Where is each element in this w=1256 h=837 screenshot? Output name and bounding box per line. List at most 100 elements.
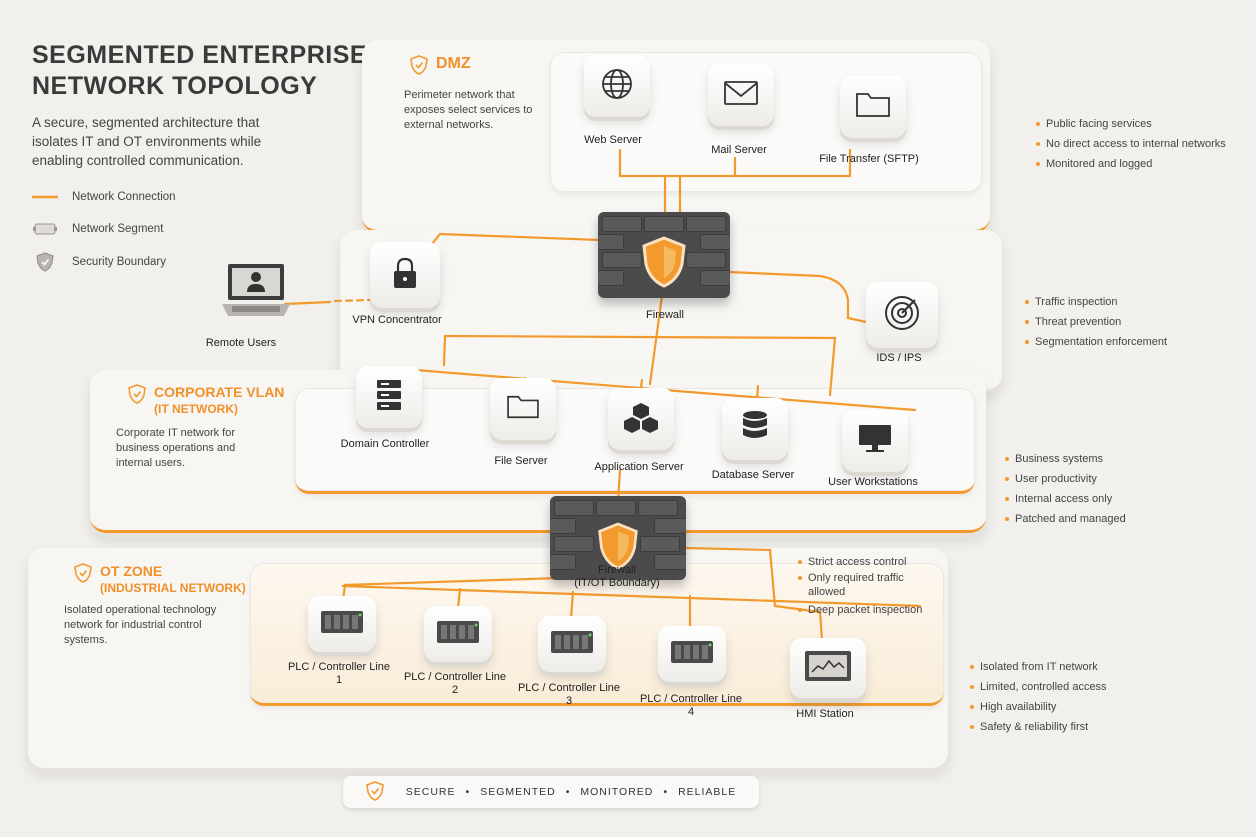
ot-subtitle-text: (INDUSTRIAL NETWORK) bbox=[100, 581, 246, 595]
legend-label: Security Boundary bbox=[72, 256, 166, 268]
database-server-node[interactable] bbox=[722, 398, 788, 460]
note-item: Deep packet inspection bbox=[798, 603, 938, 617]
file-transfer-label: File Transfer (SFTP) bbox=[819, 153, 919, 165]
dmz-title-text: DMZ bbox=[436, 55, 471, 72]
plc-line-2-label: PLC / Controller Line 2 bbox=[403, 671, 507, 696]
note-item: Internal access only bbox=[1005, 492, 1185, 506]
footer-banner: SECURE • SEGMENTED • MONITORED • RELIABL… bbox=[343, 776, 759, 808]
mail-server-label: Mail Server bbox=[711, 144, 767, 156]
ot-title-text: OT ZONE bbox=[100, 563, 163, 579]
footer-item: SEGMENTED bbox=[480, 786, 556, 798]
vpn-concentrator-label: VPN Concentrator bbox=[352, 314, 442, 326]
note-item: User productivity bbox=[1005, 472, 1185, 486]
perimeter-firewall[interactable] bbox=[598, 212, 730, 298]
corporate-title-text: CORPORATE VLAN bbox=[154, 384, 285, 400]
application-server-label: Application Server bbox=[594, 461, 684, 473]
application-server-node[interactable] bbox=[608, 388, 674, 450]
remote-users-label: Remote Users bbox=[205, 337, 277, 349]
orange-line-icon bbox=[32, 195, 58, 199]
file-transfer-node[interactable] bbox=[840, 76, 906, 138]
target-icon bbox=[883, 294, 921, 337]
mail-server-node[interactable] bbox=[708, 64, 774, 126]
ot-title: OT ZONE (INDUSTRIAL NETWORK) bbox=[74, 563, 246, 597]
database-icon bbox=[740, 410, 770, 449]
ids-ips-node[interactable] bbox=[866, 282, 938, 348]
ot-notes: Isolated from IT network Limited, contro… bbox=[970, 660, 1150, 740]
laptop-icon[interactable] bbox=[222, 262, 290, 329]
user-workstations-node[interactable] bbox=[842, 410, 908, 472]
note-item: Limited, controlled access bbox=[970, 680, 1150, 694]
plc-line-3-label: PLC / Controller Line 3 bbox=[517, 682, 621, 707]
shield-icon bbox=[640, 236, 688, 293]
plc-line-4-node[interactable] bbox=[658, 626, 726, 682]
legend-item-connection: Network Connection bbox=[32, 187, 292, 207]
dmz-description: Perimeter network that exposes select se… bbox=[404, 89, 533, 131]
corporate-description: Corporate IT network for business operat… bbox=[116, 427, 236, 469]
boundary-firewall-title: Firewall bbox=[598, 564, 636, 576]
folder-icon bbox=[506, 393, 540, 426]
user-workstations-label: User Workstations bbox=[828, 476, 918, 488]
shield-icon bbox=[365, 780, 384, 804]
folder-icon bbox=[855, 90, 891, 125]
legend-label: Network Connection bbox=[72, 191, 176, 203]
domain-controller-node[interactable] bbox=[356, 366, 422, 428]
segment-block-icon bbox=[32, 222, 58, 236]
corporate-title: CORPORATE VLAN (IT NETWORK) bbox=[128, 384, 284, 418]
legend-label: Network Segment bbox=[72, 223, 164, 235]
plc-icon bbox=[320, 610, 364, 639]
note-item: Patched and managed bbox=[1005, 512, 1185, 526]
shield-icon bbox=[32, 252, 58, 272]
shield-icon bbox=[74, 563, 92, 587]
monitor-icon bbox=[857, 423, 893, 460]
corporate-subtitle-text: (IT NETWORK) bbox=[154, 402, 238, 416]
hmi-station-label: HMI Station bbox=[796, 708, 854, 720]
note-item: High availability bbox=[970, 700, 1150, 714]
boundary-notes: Strict access control Only required traf… bbox=[798, 555, 938, 623]
note-item: Traffic inspection bbox=[1025, 295, 1195, 309]
database-server-label: Database Server bbox=[711, 469, 795, 481]
legend-item-segment: Network Segment bbox=[32, 219, 292, 239]
boundary-firewall-subtitle: (IT/OT Boundary) bbox=[574, 577, 660, 589]
note-item: Business systems bbox=[1005, 452, 1185, 466]
domain-controller-label: Domain Controller bbox=[340, 438, 430, 450]
ot-description: Isolated operational technology network … bbox=[64, 604, 217, 646]
perimeter-firewall-label: Firewall bbox=[646, 309, 684, 321]
web-server-label: Web Server bbox=[584, 134, 642, 146]
boundary-firewall-label: Firewall (IT/OT Boundary) bbox=[562, 564, 672, 590]
plc-line-3-node[interactable] bbox=[538, 616, 606, 672]
perimeter-notes: Traffic inspection Threat prevention Seg… bbox=[1025, 295, 1195, 355]
note-item: Safety & reliability first bbox=[970, 720, 1150, 734]
note-item: Segmentation enforcement bbox=[1025, 335, 1195, 349]
file-server-node[interactable] bbox=[490, 378, 556, 440]
globe-icon bbox=[600, 67, 634, 106]
boundary-firewall[interactable] bbox=[550, 496, 686, 580]
footer-item: SECURE bbox=[405, 786, 456, 798]
hmi-station-node[interactable] bbox=[790, 638, 866, 698]
footer-separator: • bbox=[565, 786, 571, 798]
server-rack-icon bbox=[375, 378, 403, 417]
plc-line-2-node[interactable] bbox=[424, 606, 492, 662]
ids-ips-label: IDS / IPS bbox=[876, 352, 922, 364]
note-item: Public facing services bbox=[1036, 117, 1236, 131]
note-item: Threat prevention bbox=[1025, 315, 1195, 329]
shield-icon bbox=[128, 384, 146, 408]
plc-line-4-label: PLC / Controller Line 4 bbox=[639, 693, 743, 718]
hmi-icon bbox=[804, 650, 852, 687]
legend-item-boundary: Security Boundary bbox=[32, 252, 292, 272]
web-server-node[interactable] bbox=[584, 55, 650, 117]
dmz-title: DMZ bbox=[410, 55, 471, 79]
plc-icon bbox=[670, 640, 714, 669]
file-server-label: File Server bbox=[494, 455, 548, 467]
page-title: SEGMENTED ENTERPRISE NETWORK TOPOLOGY bbox=[32, 41, 368, 100]
corporate-notes: Business systems User productivity Inter… bbox=[1005, 452, 1185, 532]
plc-icon bbox=[550, 630, 594, 659]
plc-icon bbox=[436, 620, 480, 649]
footer-separator: • bbox=[663, 786, 669, 798]
footer-separator: • bbox=[465, 786, 471, 798]
plc-line-1-node[interactable] bbox=[308, 596, 376, 652]
footer-item: MONITORED bbox=[580, 786, 654, 798]
shield-icon bbox=[596, 522, 640, 575]
vpn-concentrator-node[interactable] bbox=[370, 242, 440, 308]
footer-item: RELIABLE bbox=[678, 786, 737, 798]
envelope-icon bbox=[723, 79, 759, 112]
